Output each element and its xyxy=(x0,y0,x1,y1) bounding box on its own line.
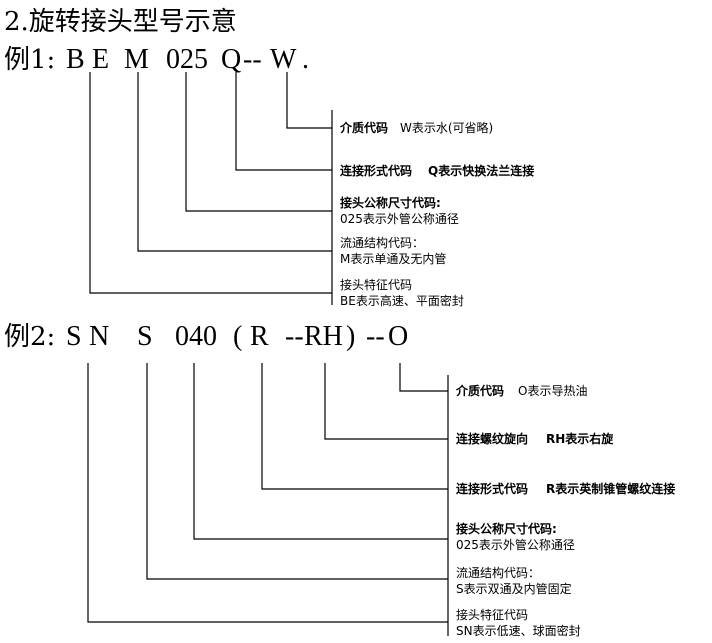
ex1-line-size xyxy=(185,72,332,212)
ex1-code-dash: -- xyxy=(243,44,262,75)
ex2-code-paren-open: ( xyxy=(233,321,242,352)
ex1-label-flow: 流通结构代码： xyxy=(340,235,424,250)
page-title: 2.旋转接头型号示意 xyxy=(4,7,237,37)
ex1-desc-size: 025表示外管公称通径 xyxy=(340,211,459,226)
ex2-line-medium xyxy=(399,363,448,392)
example-1-prefix: 例1: xyxy=(4,45,55,75)
ex2-line-flow xyxy=(146,363,448,580)
ex2-code-s: S xyxy=(66,321,82,352)
ex1-line-flow xyxy=(137,72,332,252)
ex2-label-thread: 连接螺纹旋向 xyxy=(456,431,528,446)
ex1-code-b: B xyxy=(66,44,85,75)
example-2-prefix: 例2: xyxy=(4,322,55,352)
ex2-line-feature xyxy=(87,363,448,623)
ex2-code-flow-s: S xyxy=(137,321,153,352)
ex2-line-size xyxy=(193,363,448,540)
ex2-code-size: 040 xyxy=(175,321,217,352)
ex1-code-q: Q xyxy=(221,44,241,75)
ex2-label-connection: 连接形式代码 xyxy=(456,481,528,496)
ex2-desc-feature: SN表示低速、球面密封 xyxy=(456,623,581,638)
ex2-code-o: O xyxy=(388,321,408,352)
ex2-desc-flow: S表示双通及内管固定 xyxy=(456,581,572,596)
ex1-label-size: 接头公称尺寸代码: xyxy=(340,195,441,210)
ex1-line-feature xyxy=(89,72,332,294)
ex2-label-size: 接头公称尺寸代码: xyxy=(456,521,557,536)
ex2-label-feature: 接头特征代码 xyxy=(456,607,528,622)
ex1-label-medium: 介质代码 xyxy=(339,120,388,135)
ex2-code-n: N xyxy=(89,321,109,352)
ex2-line-thread xyxy=(324,363,448,440)
ex2-code-dash-1: -- xyxy=(285,321,304,352)
ex2-desc-medium: O表示导热油 xyxy=(518,384,587,398)
ex2-line-connection xyxy=(261,363,448,490)
ex1-code-dot: . xyxy=(302,44,309,75)
ex1-code-w: W xyxy=(270,44,297,75)
ex2-code-r: R xyxy=(250,321,269,352)
ex1-code-size: 025 xyxy=(166,44,208,75)
ex2-code-paren-close: ) xyxy=(346,321,355,352)
ex1-label-connection: 连接形式代码 xyxy=(340,163,412,178)
ex1-code-m: M xyxy=(124,44,149,75)
ex2-desc-size: 025表示外管公称通径 xyxy=(456,537,575,552)
ex2-code-rh: RH xyxy=(304,321,343,352)
ex1-desc-medium: W表示水(可省略) xyxy=(400,120,493,135)
ex1-desc-connection: Q表示快换法兰连接 xyxy=(428,163,534,178)
ex1-code-e: E xyxy=(92,44,109,75)
ex2-code-dash-2: -- xyxy=(366,321,385,352)
ex2-desc-connection: R表示英制锥管螺纹连接 xyxy=(546,481,675,496)
ex2-label-flow: 流通结构代码： xyxy=(456,565,540,580)
ex1-desc-feature: BE表示高速、平面密封 xyxy=(340,293,464,308)
ex1-label-feature: 接头特征代码 xyxy=(340,277,412,292)
ex2-label-medium: 介质代码 xyxy=(455,383,504,398)
ex1-line-connection xyxy=(235,72,332,171)
ex1-desc-flow: M表示单通及无内管 xyxy=(340,251,446,266)
ex1-line-medium xyxy=(286,72,332,129)
ex2-desc-thread: RH表示右旋 xyxy=(546,431,614,446)
